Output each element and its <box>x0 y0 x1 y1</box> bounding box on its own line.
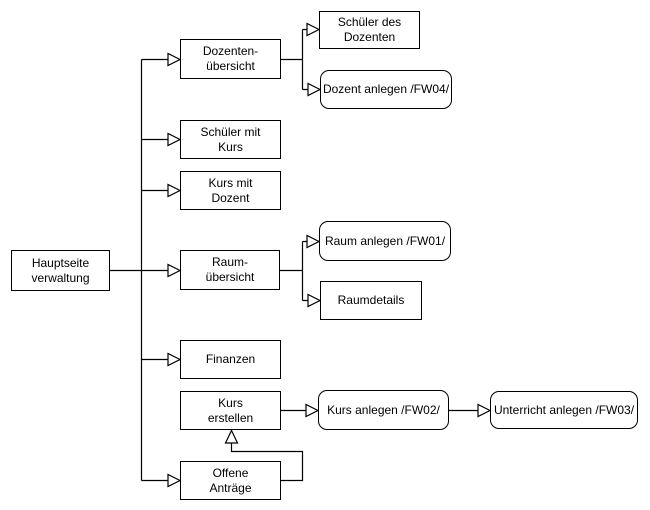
node-schueler-mit-kurs[interactable]: Schüler mit Kurs <box>180 120 281 159</box>
edge-offene-kurs-erstellen <box>230 443 304 482</box>
arrowhead-dozenten-uebersicht <box>167 52 182 67</box>
node-dozenten-uebersicht[interactable]: Dozenten- übersicht <box>180 39 281 79</box>
arrowhead-schueler-mit-kurs <box>167 132 182 147</box>
edge-raum-fanout <box>280 240 308 302</box>
node-unterricht-anlegen-fw03[interactable]: Unterricht anlegen /FW03/ <box>490 391 638 429</box>
node-kurs-anlegen-fw02[interactable]: Kurs anlegen /FW02/ <box>318 390 449 430</box>
arrowhead-dozent-anlegen <box>307 82 322 97</box>
node-kurs-mit-dozent[interactable]: Kurs mit Dozent <box>180 171 281 210</box>
arrowhead-raumdetails <box>307 293 322 308</box>
node-raumdetails[interactable]: Raumdetails <box>320 281 422 320</box>
node-hauptseite-verwaltung[interactable]: Hauptseite verwaltung <box>11 250 110 291</box>
node-offene-antraege[interactable]: Offene Anträge <box>180 461 281 500</box>
node-kurs-erstellen[interactable]: Kurs erstellen <box>180 391 281 430</box>
arrowhead-finanzen <box>167 352 182 367</box>
arrowhead-unterricht-anlegen <box>477 403 492 418</box>
node-schueler-des-dozenten[interactable]: Schüler des Dozenten <box>319 11 420 49</box>
node-raum-uebersicht[interactable]: Raum- übersicht <box>180 250 280 290</box>
arrowhead-kurs-erstellen-up <box>224 429 239 444</box>
node-raum-anlegen-fw01[interactable]: Raum anlegen /FW01/ <box>319 221 451 261</box>
arrowhead-schueler-des-dozenten <box>306 22 321 37</box>
node-dozent-anlegen-fw04[interactable]: Dozent anlegen /FW04/ <box>320 70 452 109</box>
arrowhead-kurs-mit-dozent <box>167 183 182 198</box>
arrowhead-raum-anlegen <box>306 234 321 249</box>
arrowhead-kurs-anlegen <box>305 403 320 418</box>
arrowhead-raum-uebersicht <box>167 263 182 278</box>
arrowhead-offene-antraege <box>167 473 182 488</box>
edge-dozenten-fanout <box>281 28 308 91</box>
node-finanzen[interactable]: Finanzen <box>180 340 281 379</box>
